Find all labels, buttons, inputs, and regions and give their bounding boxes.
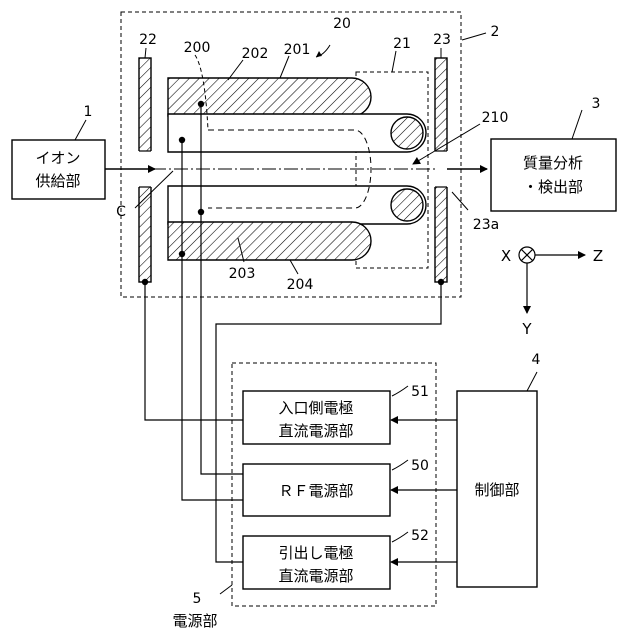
ref-204: 204 — [287, 277, 314, 293]
electrode-203 — [168, 186, 426, 224]
ref-200: 200 — [184, 40, 211, 56]
ion-supply-label-2: 供給部 — [35, 172, 80, 190]
ref-201: 201 — [284, 42, 311, 58]
ref-3: 3 — [592, 96, 601, 112]
wire-entrance — [145, 282, 243, 420]
ref-202: 202 — [242, 46, 269, 62]
electrode-201 — [168, 78, 371, 116]
ref-52: 52 — [411, 528, 429, 544]
power-supply-label: 電源部 — [172, 612, 217, 630]
mass-analysis-label-1: 質量分析 — [523, 154, 583, 172]
extraction-aperture-23a — [434, 151, 448, 187]
extraction-dc-label-2: 直流電源部 — [278, 567, 353, 585]
ref-2: 2 — [491, 24, 500, 40]
extraction-dc-label-1: 引出し電極 — [278, 544, 353, 562]
ref-4: 4 — [532, 352, 541, 368]
ref-23: 23 — [433, 32, 451, 48]
entrance-dc-label-1: 入口側電極 — [278, 399, 353, 417]
ref-21: 21 — [393, 36, 411, 52]
rf-label: ＲＦ電源部 — [278, 482, 353, 500]
electrode-202-end — [391, 117, 423, 149]
ref-203: 203 — [229, 266, 256, 282]
wire-rf-a — [201, 104, 243, 474]
ref-51: 51 — [411, 384, 429, 400]
electrode-203-end — [391, 189, 423, 221]
electrode-204 — [168, 222, 371, 260]
entrance-dc-label-2: 直流電源部 — [278, 422, 353, 440]
axis-y-label: Y — [521, 320, 532, 338]
ref-5: 5 — [193, 591, 202, 607]
ref-23a: 23a — [473, 217, 499, 233]
mass-analysis-box — [491, 139, 616, 211]
ref-20: 20 — [333, 16, 351, 32]
ion-supply-label-1: イオン — [35, 149, 80, 167]
ref-50: 50 — [411, 458, 429, 474]
ref-1: 1 — [84, 104, 93, 120]
ref-210: 210 — [482, 110, 509, 126]
electrode-202 — [168, 114, 426, 152]
axis-z-label: Z — [593, 247, 603, 265]
axis-x-label: X — [501, 247, 511, 265]
mass-analysis-label-2: ・検出部 — [523, 178, 583, 196]
ref-22: 22 — [139, 32, 157, 48]
control-label: 制御部 — [474, 481, 519, 499]
ref-C: C — [116, 204, 126, 220]
